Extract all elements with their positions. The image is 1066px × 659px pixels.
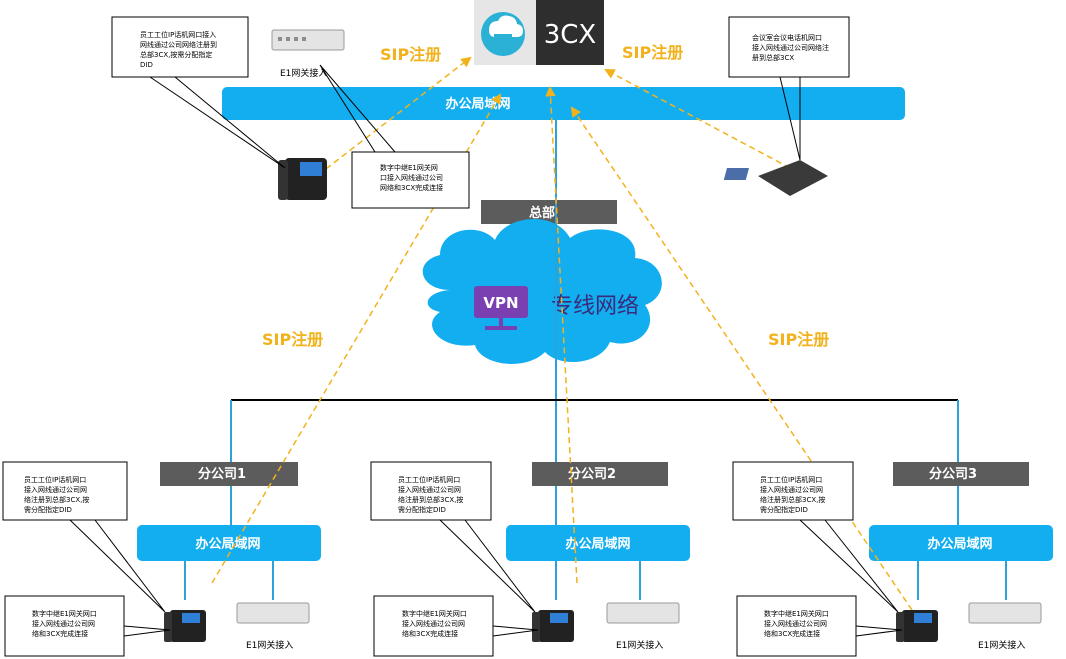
svg-text:口接入网线通过公司: 口接入网线通过公司 bbox=[380, 173, 443, 182]
branch-2-lan-bar bbox=[506, 525, 690, 561]
vpn-badge-label: VPN bbox=[483, 294, 518, 312]
svg-text:接入网线通过公司网络注: 接入网线通过公司网络注 bbox=[752, 43, 829, 52]
3cx-logo-text: 3CX bbox=[544, 20, 597, 50]
hq-lan-bar bbox=[222, 87, 905, 120]
svg-text:数字中继E1网关网口: 数字中继E1网关网口 bbox=[402, 609, 467, 618]
hq-gateway-callout: 数字中继E1网关网 口接入网线通过公司 网络和3CX完成连接 bbox=[319, 64, 470, 209]
svg-text:需分配指定DID: 需分配指定DID bbox=[760, 505, 808, 514]
branch-2-phone-callout: 员工工位IP话机网口 接入网线通过公司网 络注册到总部3CX,按 需分配指定DI… bbox=[370, 461, 536, 613]
branch-1-tag bbox=[160, 462, 298, 486]
branch-3-ip-phone-icon bbox=[896, 610, 938, 642]
svg-text:需分配指定DID: 需分配指定DID bbox=[24, 505, 72, 514]
branch-2-gateway-icon bbox=[606, 602, 680, 624]
hq-gateway-icon bbox=[271, 29, 345, 51]
svg-text:网线通过公司网络注册到: 网线通过公司网络注册到 bbox=[140, 40, 217, 49]
svg-text:总部3CX,按需分配指定: 总部3CX,按需分配指定 bbox=[140, 50, 212, 59]
svg-text:员工工位IP话机网口: 员工工位IP话机网口 bbox=[760, 475, 822, 484]
hq-phone-callout: 员工工位IP话机网口接入 网线通过公司网络注册到 总部3CX,按需分配指定 DI… bbox=[111, 16, 286, 169]
svg-text:册到总部3CX: 册到总部3CX bbox=[752, 53, 794, 62]
svg-text:数字中继E1网关网: 数字中继E1网关网 bbox=[380, 163, 438, 172]
hq-conference-phone-icon bbox=[723, 160, 828, 196]
svg-text:络注册到总部3CX,按: 络注册到总部3CX,按 bbox=[760, 495, 825, 504]
branch-1-gateway-callout: 数字中继E1网关网口 接入网线通过公司网 络和3CX完成连接 bbox=[4, 595, 171, 657]
sip-label-branch-right: SIP注册 bbox=[768, 330, 829, 349]
svg-text:接入网线通过公司网: 接入网线通过公司网 bbox=[760, 485, 823, 494]
vpn-cloud: VPN 专线网络 bbox=[422, 219, 662, 364]
branch-2-tag-label: 分公司2 bbox=[568, 466, 616, 482]
branch-3-gateway-icon bbox=[968, 602, 1042, 624]
branch-1-tag-label: 分公司1 bbox=[198, 466, 246, 482]
sip-label-branch-left: SIP注册 bbox=[262, 330, 323, 349]
branch-2-ip-phone-icon bbox=[532, 610, 574, 642]
branch-2-gateway-callout: 数字中继E1网关网口 接入网线通过公司网 络和3CX完成连接 bbox=[373, 595, 539, 657]
branch-3-gateway-callout: 数字中继E1网关网口 接入网线通过公司网 络和3CX完成连接 bbox=[736, 595, 903, 657]
branch-1-gateway-icon bbox=[236, 602, 310, 624]
svg-text:员工工位IP话机网口: 员工工位IP话机网口 bbox=[24, 475, 86, 484]
svg-text:络和3CX完成连接: 络和3CX完成连接 bbox=[402, 629, 458, 638]
hq-gateway-label: E1网关接入 bbox=[280, 67, 327, 79]
svg-text:员工工位IP话机网口: 员工工位IP话机网口 bbox=[398, 475, 460, 484]
branch-2-lan-label: 办公局域网 bbox=[565, 536, 630, 552]
hq-tag-label: 总部 bbox=[529, 205, 555, 221]
svg-text:接入网线通过公司网: 接入网线通过公司网 bbox=[764, 619, 827, 628]
svg-text:接入网线通过公司网: 接入网线通过公司网 bbox=[24, 485, 87, 494]
branch-1-ip-phone-icon bbox=[164, 610, 206, 642]
branch-3-gateway-label: E1网关接入 bbox=[978, 639, 1025, 651]
3cx-logo: 3CX bbox=[474, 0, 604, 65]
hq-tag bbox=[481, 200, 617, 224]
svg-text:接入网线通过公司网: 接入网线通过公司网 bbox=[32, 619, 95, 628]
branch-2-gateway-label: E1网关接入 bbox=[616, 639, 663, 651]
svg-text:数字中继E1网关网口: 数字中继E1网关网口 bbox=[764, 609, 829, 618]
svg-text:接入网线通过公司网: 接入网线通过公司网 bbox=[402, 619, 465, 628]
cloud-title: 专线网络 bbox=[551, 294, 639, 319]
svg-text:络和3CX完成连接: 络和3CX完成连接 bbox=[764, 629, 820, 638]
branch-1-lan-bar bbox=[137, 525, 321, 561]
svg-text:DID: DID bbox=[140, 61, 153, 69]
branch-3-lan-bar bbox=[869, 525, 1053, 561]
vpn-badge bbox=[474, 286, 528, 318]
branch-3-tag-label: 分公司3 bbox=[929, 466, 977, 482]
hq-conference-callout: 会议室会议电话机网口 接入网线通过公司网络注 册到总部3CX bbox=[728, 16, 850, 161]
hq-ip-phone-icon bbox=[278, 158, 327, 200]
branch-3-phone-callout: 员工工位IP话机网口 接入网线通过公司网 络注册到总部3CX,按 需分配指定DI… bbox=[732, 461, 899, 613]
svg-text:络注册到总部3CX,按: 络注册到总部3CX,按 bbox=[398, 495, 463, 504]
branch-2-tag bbox=[532, 462, 668, 486]
sip-label-hq-left: SIP注册 bbox=[380, 45, 441, 64]
branch-1-lan-label: 办公局域网 bbox=[195, 536, 260, 552]
svg-text:需分配指定DID: 需分配指定DID bbox=[398, 505, 446, 514]
svg-text:会议室会议电话机网口: 会议室会议电话机网口 bbox=[752, 33, 822, 42]
branch-1-phone-callout: 员工工位IP话机网口 接入网线通过公司网 络注册到总部3CX,按 需分配指定DI… bbox=[2, 461, 166, 613]
svg-text:接入网线通过公司网: 接入网线通过公司网 bbox=[398, 485, 461, 494]
branch-1-gateway-label: E1网关接入 bbox=[246, 639, 293, 651]
svg-text:络注册到总部3CX,按: 络注册到总部3CX,按 bbox=[24, 495, 89, 504]
branch-3-tag bbox=[893, 462, 1029, 486]
svg-text:络和3CX完成连接: 络和3CX完成连接 bbox=[32, 629, 88, 638]
hq-lan-label: 办公局域网 bbox=[445, 96, 510, 112]
svg-text:员工工位IP话机网口接入: 员工工位IP话机网口接入 bbox=[140, 30, 216, 39]
svg-text:数字中继E1网关网口: 数字中继E1网关网口 bbox=[32, 609, 97, 618]
svg-text:网络和3CX完成连接: 网络和3CX完成连接 bbox=[380, 183, 443, 192]
sip-label-hq-right: SIP注册 bbox=[622, 43, 683, 62]
branch-3-lan-label: 办公局域网 bbox=[927, 536, 992, 552]
